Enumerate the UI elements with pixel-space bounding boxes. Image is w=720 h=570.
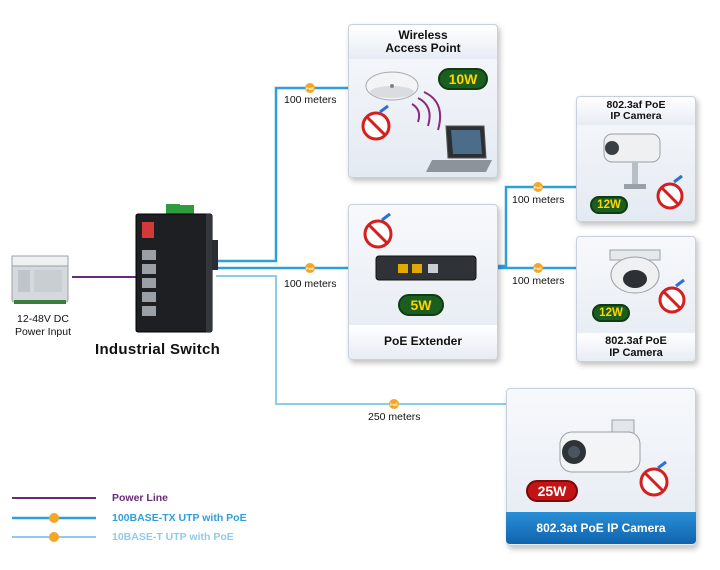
legend-poe-dot [49, 513, 59, 523]
svg-text:PoE: PoE [534, 185, 542, 190]
legend-poe-dot [49, 532, 59, 542]
poe-extender-device-icon [375, 255, 477, 281]
access-point-title: Wireless Access Point [349, 25, 497, 59]
dome-camera-icon [609, 249, 661, 294]
legend-tx-text: 100BASE-TX UTP with PoE [112, 512, 247, 524]
svg-text:PoE: PoE [390, 402, 398, 407]
power-input-label: 12-48V DC Power Input [14, 313, 72, 338]
ap-watts-badge: 10W [438, 68, 488, 90]
poe-tag: PoE [389, 399, 399, 409]
power-supply-icon [11, 255, 69, 304]
camera2-watts-badge: 12W [592, 304, 630, 322]
laptop-icon [426, 125, 492, 172]
camera3-title: 802.3at PoE IP Camera [536, 521, 666, 535]
svg-text:PoE: PoE [306, 86, 314, 91]
bullet-camera-large-icon [559, 419, 641, 473]
camera1-watts-badge: 12W [590, 196, 628, 214]
distance-label-extender: 100 meters [284, 278, 337, 290]
poe-tag: PoE [533, 182, 543, 192]
camera3-watts-badge: 25W [526, 480, 578, 502]
poe-tag: PoE [533, 263, 543, 273]
no-power-icon [361, 104, 391, 141]
bullet-camera-icon [603, 133, 661, 189]
extender-watts-badge: 5W [398, 294, 444, 316]
distance-label-cam3: 250 meters [368, 411, 421, 423]
poe-extender-title: PoE Extender [349, 325, 497, 359]
distance-label-cam2: 100 meters [512, 275, 565, 287]
poe-tag: PoE [305, 83, 315, 93]
industrial-switch-icon [135, 204, 218, 333]
legend-t-text: 10BASE-T UTP with PoE [112, 531, 234, 543]
svg-text:PoE: PoE [534, 266, 542, 271]
no-power-icon [658, 278, 686, 314]
no-power-icon [363, 212, 393, 249]
camera2-title: 802.3af PoE IP Camera [577, 333, 695, 361]
camera3-title-bar: 802.3at PoE IP Camera [506, 512, 696, 544]
camera1-title: 802.3af PoE IP Camera [577, 97, 695, 125]
access-point-icon [365, 71, 419, 101]
legend-power-text: Power Line [112, 492, 169, 504]
svg-text:PoE: PoE [306, 266, 314, 271]
wifi-waves-icon [411, 91, 442, 131]
no-power-icon [639, 460, 669, 497]
distance-label-cam1: 100 meters [512, 194, 565, 206]
no-power-icon [656, 174, 684, 210]
distance-label-ap: 100 meters [284, 94, 337, 106]
poe-tag: PoE [305, 263, 315, 273]
switch-title: Industrial Switch [95, 341, 221, 358]
